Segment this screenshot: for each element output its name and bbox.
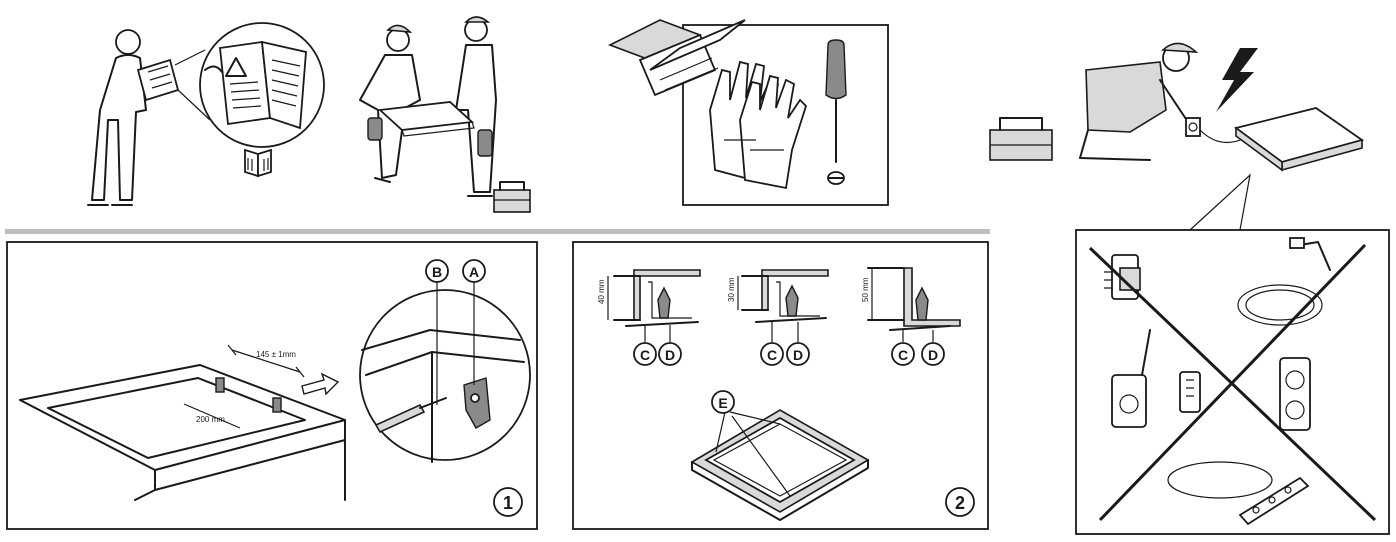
warning-triangle-icon <box>225 57 247 77</box>
power-strip-icon <box>1167 461 1310 526</box>
dim-gap-label: 145 ± 1mm <box>256 350 296 359</box>
svg-text:C: C <box>640 347 650 363</box>
extension-cord-icon <box>1237 237 1331 326</box>
svg-text:1: 1 <box>503 493 513 513</box>
label-e: E <box>711 390 735 414</box>
label-c: C <box>633 342 657 366</box>
bracket-detail-callout <box>359 282 531 463</box>
open-toolbox-icon <box>608 19 746 97</box>
label-d: D <box>658 342 682 366</box>
svg-text:D: D <box>793 347 803 363</box>
socket-icon <box>1185 117 1201 137</box>
clamp-section-40: 40 mm C D <box>597 269 701 366</box>
dim-30-label: 30 mm <box>727 277 736 302</box>
label-c: C <box>891 342 915 366</box>
section-divider <box>5 229 990 234</box>
toolbox-icon <box>989 117 1053 161</box>
panel-2: 40 mm C D 30 mm C D 50 mm <box>572 241 989 530</box>
gloves-icon <box>709 60 808 190</box>
clamp-section-50: 50 mm C D <box>861 267 961 366</box>
svg-text:C: C <box>767 347 777 363</box>
hob-with-seal: E <box>690 390 870 521</box>
dim-width-label: 200 mm <box>196 415 225 424</box>
zoom-arrow <box>301 372 340 396</box>
lightning-icon <box>1216 48 1258 112</box>
svg-text:B: B <box>432 264 442 280</box>
svg-text:E: E <box>718 395 727 411</box>
svg-text:C: C <box>898 347 908 363</box>
label-d: D <box>921 342 945 366</box>
workers-carrying-hob <box>359 16 497 197</box>
svg-text:D: D <box>665 347 675 363</box>
label-a: A <box>462 259 486 283</box>
dimension-gap: 145 ± 1mm <box>227 344 305 378</box>
dim-50-label: 50 mm <box>861 277 870 302</box>
label-d: D <box>786 342 810 366</box>
panel-1: 145 ± 1mm 200 mm B A 1 <box>6 241 538 530</box>
manual-icon <box>244 148 272 178</box>
tools-panel <box>608 19 889 206</box>
step-number-1: 1 <box>493 487 523 517</box>
svg-text:A: A <box>469 264 479 280</box>
person-reading-manual <box>87 29 180 206</box>
double-socket-icon <box>1279 357 1311 431</box>
remote-socket-icon <box>1111 329 1201 428</box>
dim-40-label: 40 mm <box>597 279 606 304</box>
step-number-2: 2 <box>945 487 975 517</box>
electrician-connecting <box>989 42 1365 172</box>
cross-out-mark <box>1088 243 1377 522</box>
manual-zoom-callout <box>174 22 325 148</box>
label-c: C <box>760 342 784 366</box>
svg-text:2: 2 <box>955 493 965 513</box>
clamp-section-30: 30 mm C D <box>727 269 829 366</box>
timer-plug-icon <box>1104 254 1141 300</box>
bracket-marker <box>215 377 282 413</box>
prohibited-connections-panel <box>1075 173 1390 535</box>
label-b: B <box>425 259 449 283</box>
toolbox-icon <box>493 181 531 213</box>
svg-text:D: D <box>928 347 938 363</box>
worktop-cutout <box>19 364 346 501</box>
screwdriver-icon <box>825 39 847 185</box>
dimension-width: 200 mm <box>183 403 241 429</box>
